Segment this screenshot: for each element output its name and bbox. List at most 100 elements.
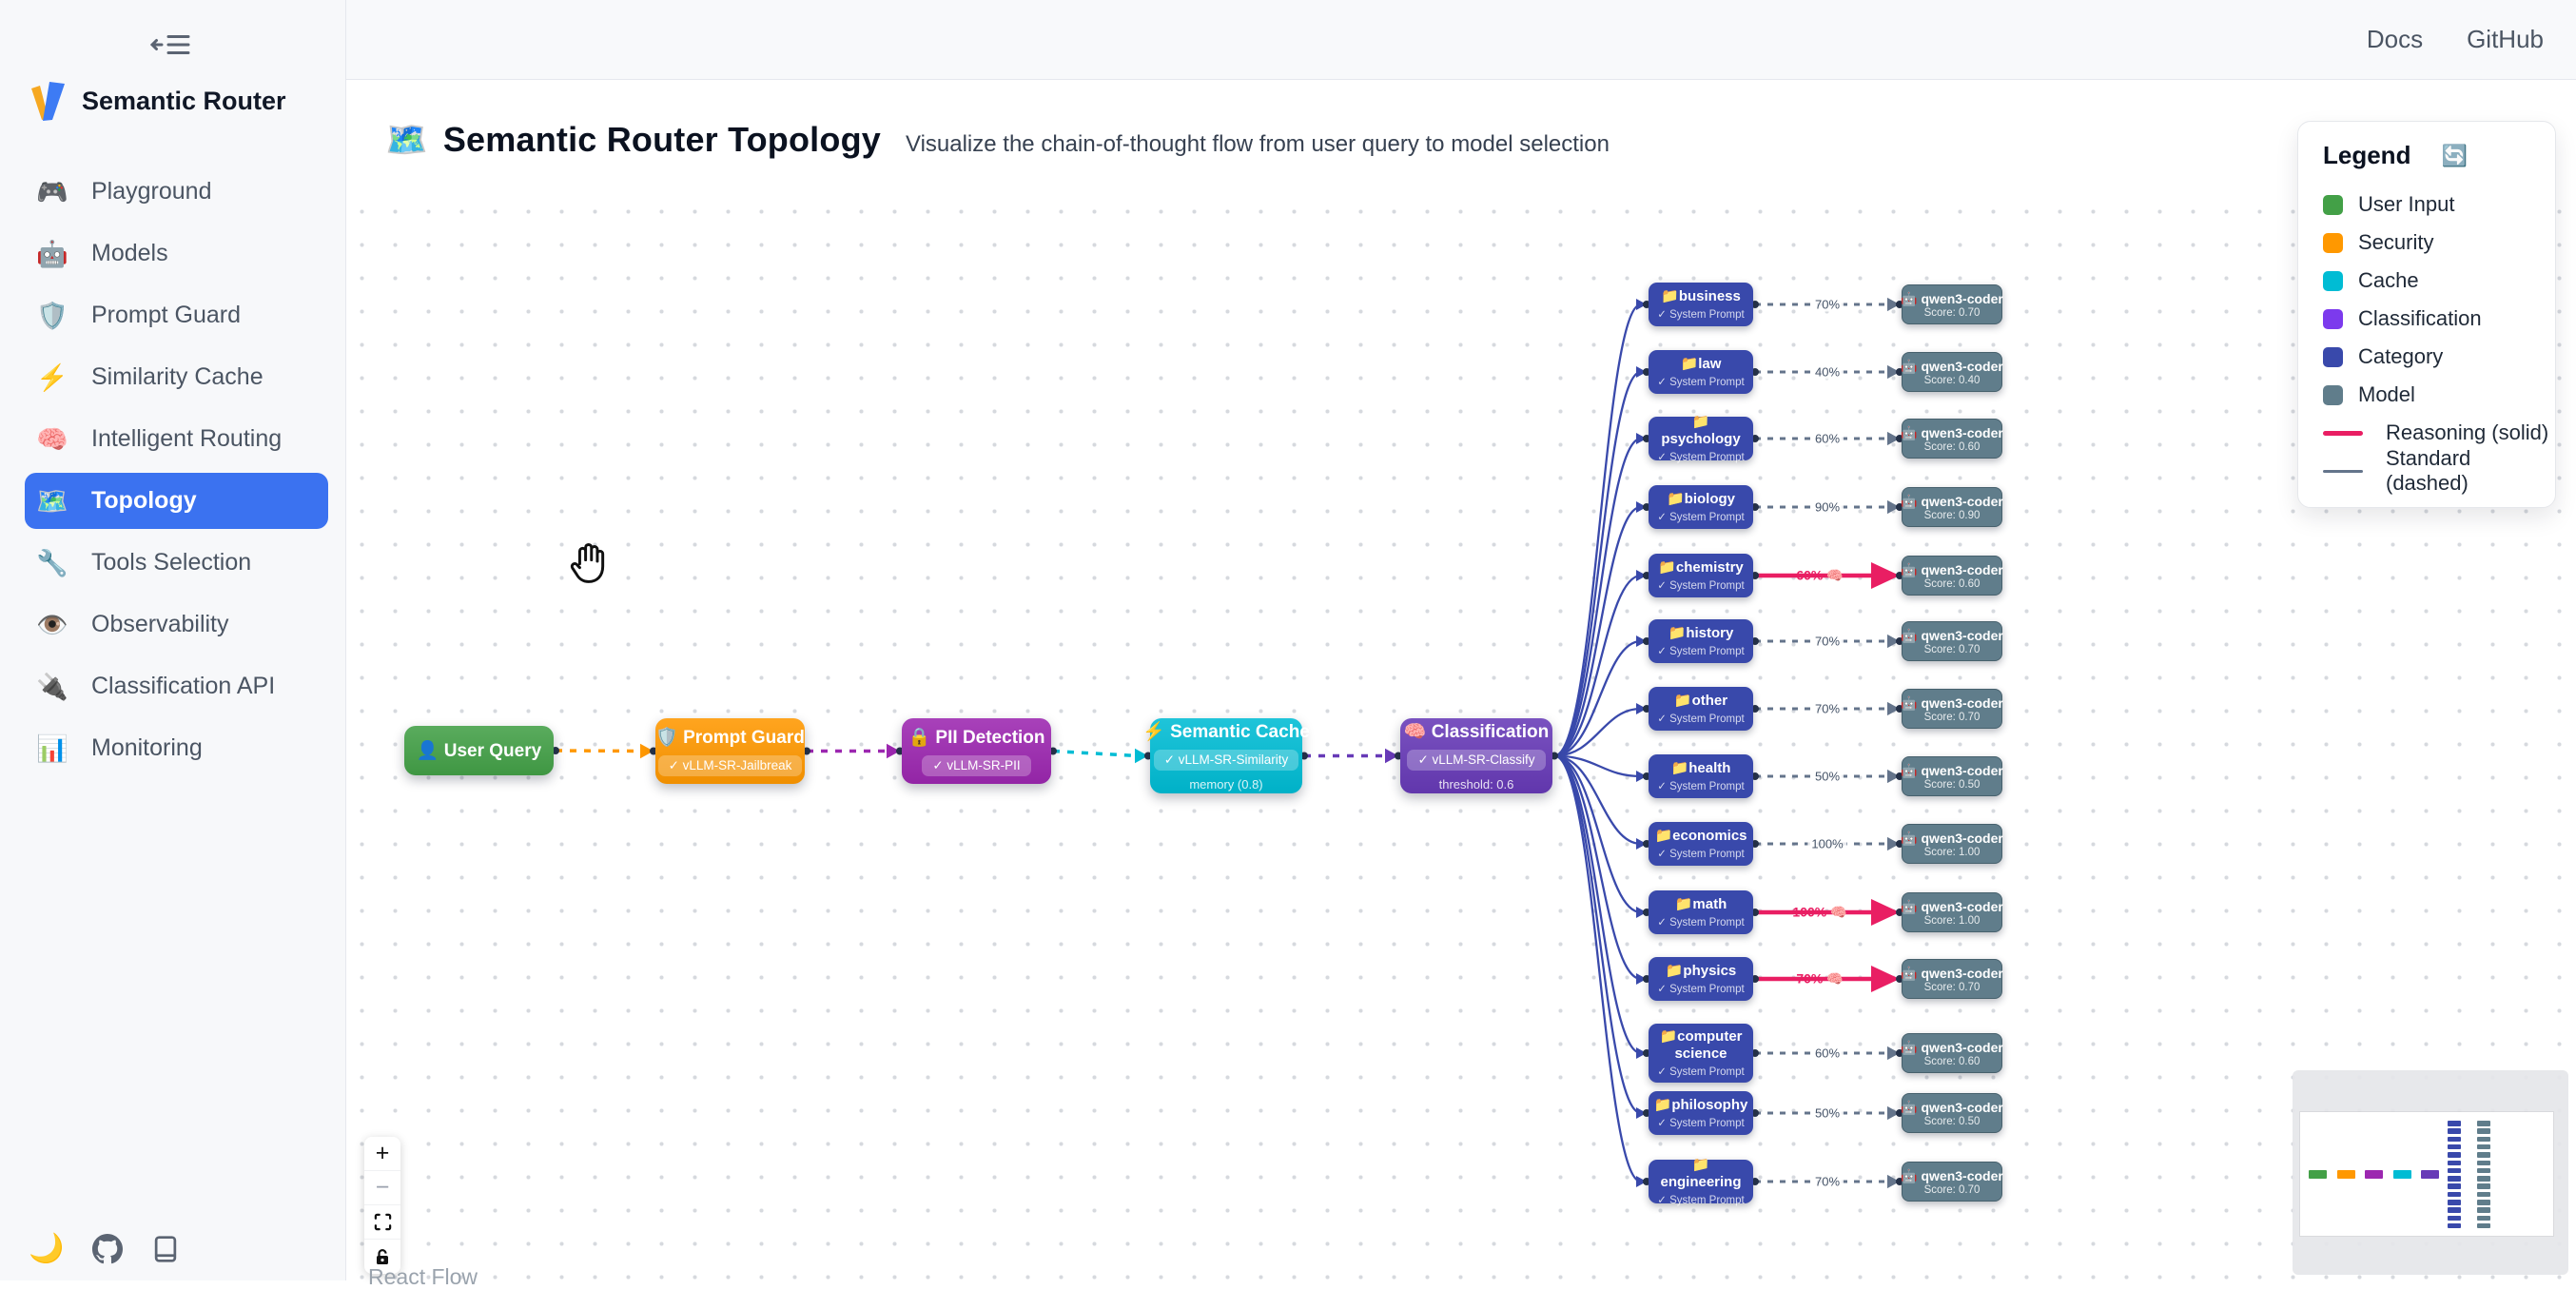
edge-percent-label: 70% — [1810, 701, 1844, 716]
robot-icon: 🤖 — [1901, 762, 1918, 778]
system-prompt-label: ✓ System Prompt — [1657, 917, 1745, 929]
legend-item-model: Model — [2323, 376, 2555, 414]
page-subtitle: Visualize the chain-of-thought flow from… — [906, 131, 1610, 157]
model-score: Score: 0.40 — [1923, 374, 1981, 386]
minimap-node — [2421, 1170, 2439, 1179]
collapse-sidebar-icon — [149, 35, 190, 54]
category-node-health[interactable]: 📁health✓ System Prompt — [1649, 754, 1753, 798]
prompt-guard-node[interactable]: 🛡️ Prompt Guard✓ vLLM-SR-Jailbreak — [655, 718, 805, 784]
zoom-in-button[interactable]: + — [364, 1137, 400, 1171]
minimap-node — [2477, 1160, 2490, 1166]
folder-icon: 📁 — [1668, 624, 1687, 641]
category-node-economics[interactable]: 📁economics✓ System Prompt — [1649, 822, 1753, 866]
user-query-node[interactable]: 👤 User Query — [404, 726, 554, 775]
system-prompt-label: ✓ System Prompt — [1657, 309, 1745, 322]
legend-color-chip — [2323, 384, 2343, 405]
minimap-node — [2477, 1183, 2490, 1189]
category-node-chemistry[interactable]: 📁chemistry✓ System Prompt — [1649, 554, 1753, 597]
category-node-business[interactable]: 📁business✓ System Prompt — [1649, 283, 1753, 326]
minimap-node — [2477, 1152, 2490, 1158]
github-link[interactable]: GitHub — [2467, 25, 2544, 53]
theme-toggle-moon-icon[interactable]: 🌙 — [29, 1233, 65, 1264]
category-node-other[interactable]: 📁other✓ System Prompt — [1649, 687, 1753, 731]
semantic-cache-config: memory (0.8) — [1189, 777, 1263, 792]
category-node-history[interactable]: 📁history✓ System Prompt — [1649, 619, 1753, 663]
system-prompt-label: ✓ System Prompt — [1657, 580, 1745, 593]
minimap-node — [2448, 1207, 2461, 1213]
zoom-out-button[interactable]: − — [364, 1171, 400, 1205]
docs-link[interactable]: Docs — [2366, 25, 2424, 53]
model-score: Score: 0.60 — [1923, 577, 1981, 590]
folder-icon: 📁 — [1653, 1096, 1672, 1113]
category-node-law[interactable]: 📁law✓ System Prompt — [1649, 350, 1753, 394]
edge-percent-label: 70% 🧠 — [1796, 970, 1844, 987]
robot-icon: 🤖 — [1901, 493, 1918, 509]
edge-percent-label: 60% — [1810, 431, 1844, 446]
sidebar-item-classification-api[interactable]: 🔌Classification API — [25, 658, 328, 714]
category-node-computer-science[interactable]: 📁computer science✓ System Prompt — [1649, 1024, 1753, 1083]
react-flow-attribution[interactable]: React Flow — [368, 1264, 478, 1289]
sidebar-item-topology[interactable]: 🗺️Topology — [25, 473, 328, 529]
category-node-philosophy[interactable]: 📁philosophy✓ System Prompt — [1649, 1091, 1753, 1135]
robot-icon: 🤖 — [1901, 1167, 1918, 1183]
sidebar-item-playground[interactable]: 🎮Playground — [25, 164, 328, 220]
category-node-math[interactable]: 📁math✓ System Prompt — [1649, 890, 1753, 934]
sidebar-item-prompt-guard[interactable]: 🛡️Prompt Guard — [25, 287, 328, 343]
sidebar-item-observability[interactable]: 👁️Observability — [25, 596, 328, 653]
lock-icon — [377, 1248, 388, 1264]
pii-detection-node[interactable]: 🔒 PII Detection✓ vLLM-SR-PII — [902, 718, 1051, 784]
legend-line-sample — [2323, 469, 2363, 473]
system-prompt-label: ✓ System Prompt — [1657, 713, 1745, 726]
robot-icon: 🤖 — [1901, 1099, 1918, 1115]
category-node-biology[interactable]: 📁biology✓ System Prompt — [1649, 485, 1753, 529]
folder-icon: 📁 — [1654, 827, 1673, 844]
flow-minimap[interactable] — [2293, 1070, 2568, 1275]
model-score: Score: 0.60 — [1923, 1055, 1981, 1067]
minimap-node — [2448, 1200, 2461, 1205]
legend-refresh-icon[interactable]: 🔄 — [2441, 143, 2468, 167]
edge-percent-label: 70% — [1810, 1174, 1844, 1189]
model-score: Score: 0.70 — [1923, 711, 1981, 723]
minimap-node — [2392, 1170, 2411, 1179]
github-icon[interactable] — [92, 1233, 124, 1264]
lock-button[interactable] — [364, 1240, 400, 1274]
category-node-psychology[interactable]: 📁psychology✓ System Prompt — [1649, 414, 1753, 463]
sidebar-item-tools-selection[interactable]: 🔧Tools Selection — [25, 535, 328, 591]
sidebar-item-intelligent-routing[interactable]: 🧠Intelligent Routing — [25, 411, 328, 467]
category-node-physics[interactable]: 📁physics✓ System Prompt — [1649, 957, 1753, 1001]
sidebar-item-models[interactable]: 🤖Models — [25, 225, 328, 282]
edge-percent-label: 90% — [1810, 499, 1844, 515]
robot-icon: 🤖 — [1901, 561, 1918, 577]
category-node-engineering[interactable]: 📁engineering✓ System Prompt — [1649, 1157, 1753, 1206]
sidebar-collapse-button[interactable] — [147, 30, 193, 59]
folder-icon: 📁 — [1691, 1157, 1710, 1174]
edge-percent-label: 70% — [1810, 297, 1844, 312]
minimap-node — [2448, 1191, 2461, 1198]
edge-percent-label: 100% — [1807, 836, 1847, 851]
fit-view-button[interactable] — [364, 1205, 400, 1240]
app-name: Semantic Router — [82, 86, 286, 115]
docs-book-icon[interactable] — [151, 1234, 180, 1264]
sidebar-item-monitoring[interactable]: 📊Monitoring — [25, 720, 328, 776]
sidebar-item-similarity-cache[interactable]: ⚡Similarity Cache — [25, 349, 328, 405]
sidebar-nav: 🎮Playground🤖Models🛡️Prompt Guard ⚡Similar… — [0, 158, 345, 782]
minimap-node — [2448, 1215, 2461, 1222]
legend-item-user-input: User Input — [2323, 186, 2555, 224]
